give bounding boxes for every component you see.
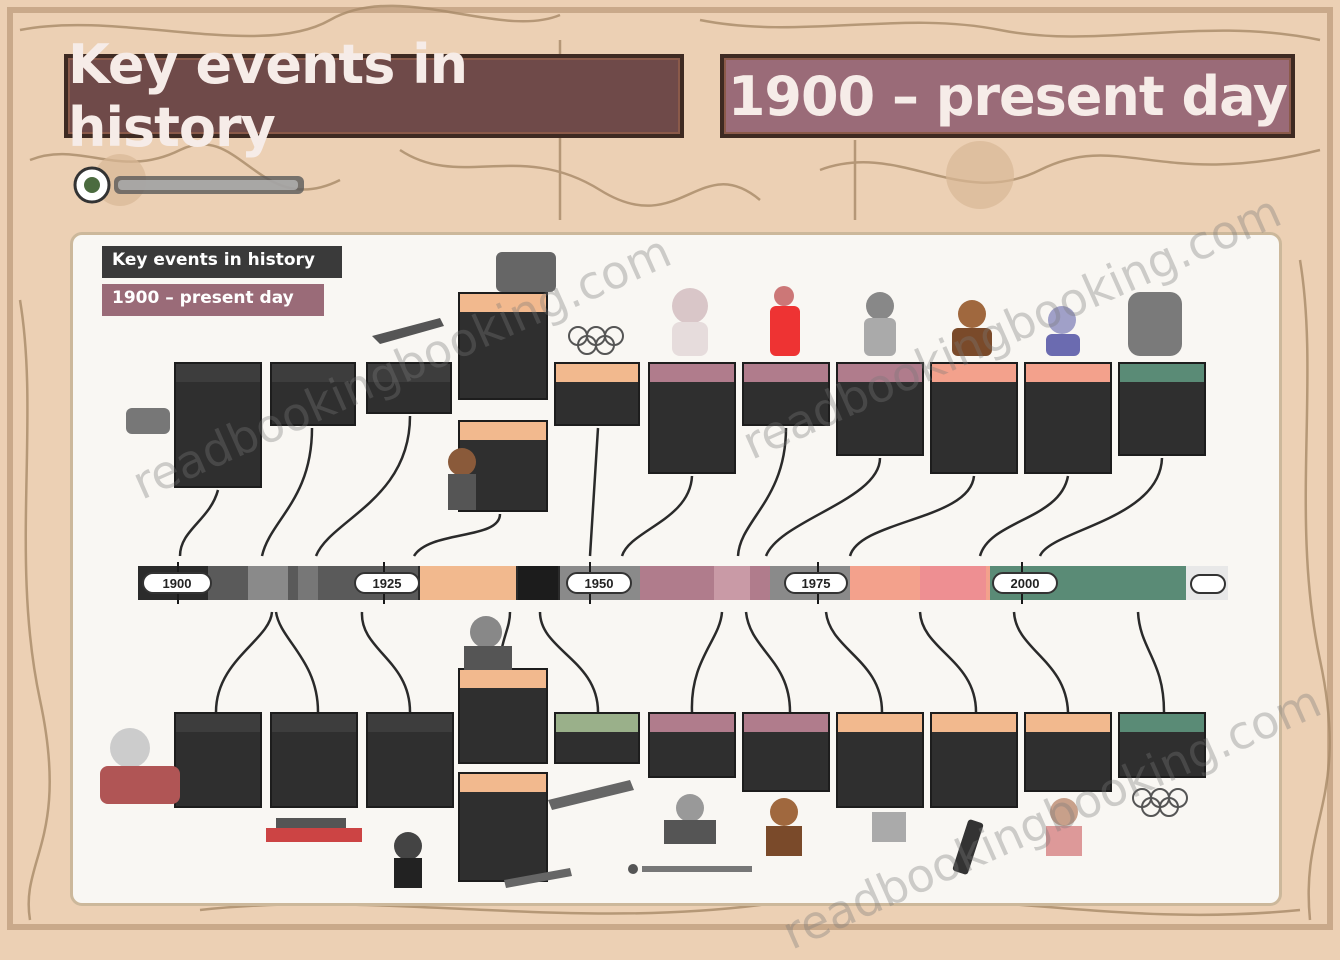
portrait-icon	[664, 794, 716, 844]
portrait-icon	[448, 448, 476, 510]
event-card	[174, 712, 262, 808]
aircraft-icon	[504, 868, 572, 888]
event-card	[742, 712, 830, 792]
event-card	[836, 712, 924, 808]
event-card	[458, 772, 548, 882]
phone-icon	[952, 819, 984, 875]
event-card	[270, 712, 358, 808]
event-card	[554, 362, 640, 426]
portrait-icon	[766, 798, 802, 856]
event-card	[648, 712, 736, 778]
year-marker-1975: 1975	[784, 572, 848, 594]
portrait-icon	[1128, 292, 1182, 356]
portrait-icon	[1046, 306, 1080, 356]
footer-credit	[628, 864, 752, 875]
event-card	[458, 292, 548, 400]
olympic-rings-icon	[568, 326, 624, 355]
portrait-icon	[394, 832, 422, 888]
event-card	[366, 362, 452, 414]
event-card	[1024, 712, 1112, 792]
panel-label-title: Key events in history	[102, 246, 342, 278]
portrait-icon	[464, 616, 512, 670]
event-card	[930, 712, 1018, 808]
event-card	[648, 362, 736, 474]
panel-label-dates: 1900 – present day	[102, 284, 324, 316]
date-range-title: 1900 – present day	[720, 54, 1295, 138]
publisher-logo	[73, 166, 304, 204]
credit-logo-icon	[628, 864, 638, 875]
year-marker-1900: 1900	[142, 572, 212, 594]
portrait-icon	[672, 288, 708, 356]
aircraft-icon	[548, 780, 634, 810]
illustrations	[100, 252, 1188, 888]
main-title: Key events in history	[64, 33, 684, 159]
connector-lines	[178, 415, 1166, 713]
portrait-icon	[864, 292, 896, 356]
event-card	[742, 362, 830, 426]
portrait-icon	[496, 252, 556, 292]
event-card	[836, 362, 924, 456]
timeline-end-marker	[1190, 574, 1226, 594]
event-card	[270, 362, 356, 426]
portrait-icon	[952, 300, 992, 356]
event-card	[174, 362, 262, 488]
portrait-icon	[1046, 798, 1082, 856]
olympic-rings-icon	[1132, 788, 1188, 817]
portrait-icon	[100, 728, 180, 804]
event-card	[1118, 712, 1206, 778]
event-card	[1118, 362, 1206, 456]
car-icon	[126, 408, 170, 434]
event-card	[930, 362, 1018, 474]
year-marker-2000: 2000	[992, 572, 1058, 594]
athlete-icon	[770, 286, 800, 356]
event-card	[366, 712, 454, 808]
year-marker-1925: 1925	[354, 572, 420, 594]
event-card	[554, 712, 640, 764]
year-marker-1950: 1950	[566, 572, 632, 594]
airplane-icon	[372, 318, 444, 344]
portrait-icon	[872, 812, 906, 842]
event-card	[1024, 362, 1112, 474]
credit-text-bar	[642, 866, 752, 873]
ship-icon	[266, 818, 362, 842]
